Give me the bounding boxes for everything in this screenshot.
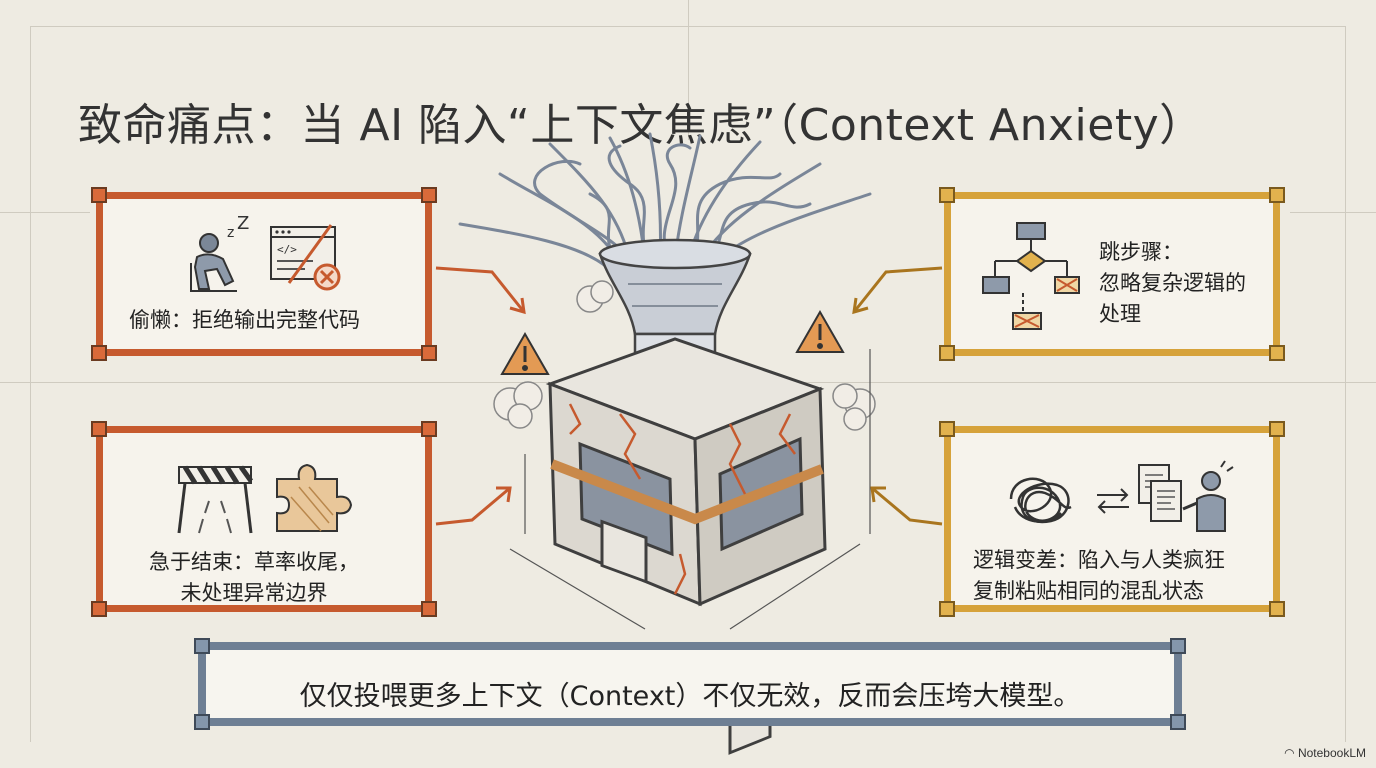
card-skip-steps-line1: 跳步骤： [1099,240,1183,264]
card-logic-drift-line1: 逻辑变差：陷入与人类疯狂 [973,548,1225,572]
frame-corner [1170,714,1186,730]
warning-sign-icon [500,331,550,375]
grid-line [1345,26,1346,742]
frame-corner [91,345,107,361]
frame-corner [1269,187,1285,203]
grid-line [0,212,90,213]
frame-corner [421,187,437,203]
frame-corner [421,421,437,437]
frame-corner [194,638,210,654]
code-window-rejected-icon: </> [270,224,341,291]
card-lazy: z Z </> 偷懒：拒绝输出完整代码 [91,187,437,361]
card-lazy-label: 偷懒：拒绝输出完整代码 [129,308,360,332]
card-skip-steps-line3: 处理 [1099,302,1141,326]
frame-corner [91,187,107,203]
sleeping-person-icon: z Z [190,213,249,292]
svg-text:</>: </> [277,243,297,256]
card-skip-steps-label: 跳步骤： 忽略复杂逻辑的 处理 [1099,237,1246,330]
card-rush-finish-label: 急于结束：草率收尾， 未处理异常边界 [149,547,359,609]
card-logic-drift-label: 逻辑变差：陷入与人类疯狂 复制粘贴相同的混乱状态 [973,545,1225,607]
arrow-skip-steps [852,266,943,315]
card-skip-steps-line2: 忽略复杂逻辑的 [1099,271,1246,295]
swap-arrows-icon [1097,488,1129,514]
warning-sign-icon [795,309,845,353]
card-logic-drift: 逻辑变差：陷入与人类疯狂 复制粘贴相同的混乱状态 [939,421,1285,617]
frame-corner [939,421,955,437]
flowchart-broken-icon [982,222,1080,330]
frame-corner [194,714,210,730]
frame-corner [939,187,955,203]
card-rush-finish-line2: 未处理异常边界 [180,581,328,605]
dimension-lines [509,349,871,630]
frame-corner [421,345,437,361]
cube-body [545,337,827,755]
frame-corner [1269,345,1285,361]
card-logic-drift-line2: 复制粘贴相同的混乱状态 [973,579,1204,603]
frame-corner [939,601,955,617]
card-rush-finish-line1: 急于结束：草率收尾， [149,550,359,574]
frame-corner [1170,638,1186,654]
card-rush-finish: 急于结束：草率收尾， 未处理异常边界 [91,421,437,617]
frame-corner [91,601,107,617]
arrow-rush-finish [435,486,512,526]
frame-corner [1269,421,1285,437]
frame-corner [939,345,955,361]
brand-watermark: ◠ NotebookLM [1284,746,1366,760]
steam-puff [493,280,876,431]
brand-name: NotebookLM [1297,746,1366,760]
frame-corner [1269,601,1285,617]
svg-text:z: z [227,225,234,241]
overloaded-cube-illustration [458,132,876,755]
grid-line [30,26,31,742]
frame-corner [91,421,107,437]
cracks [568,403,796,595]
frame-corner [421,601,437,617]
svg-text:Z: Z [237,213,249,234]
grid-line [1290,212,1376,213]
copy-paste-person-icon [1138,460,1234,532]
road-barrier-icon [177,465,254,534]
arrow-lazy [435,266,526,315]
bottom-message-banner: 仅仅投喂更多上下文（Context）不仅无效，反而会压垮大模型。 [194,638,1186,730]
page-title: 致命痛点：当 AI 陷入“上下文焦虑”（Context Anxiety） [78,100,1204,152]
bottom-message: 仅仅投喂更多上下文（Context）不仅无效，反而会压垮大模型。 [299,681,1081,712]
arrow-logic-drift [870,486,943,526]
tangled-yarn-icon [1009,477,1072,524]
grid-line [688,0,689,140]
notebooklm-logo-icon: ◠ [1284,746,1295,760]
card-skip-steps: 跳步骤： 忽略复杂逻辑的 处理 [939,187,1285,361]
puzzle-piece-icon [276,463,353,532]
